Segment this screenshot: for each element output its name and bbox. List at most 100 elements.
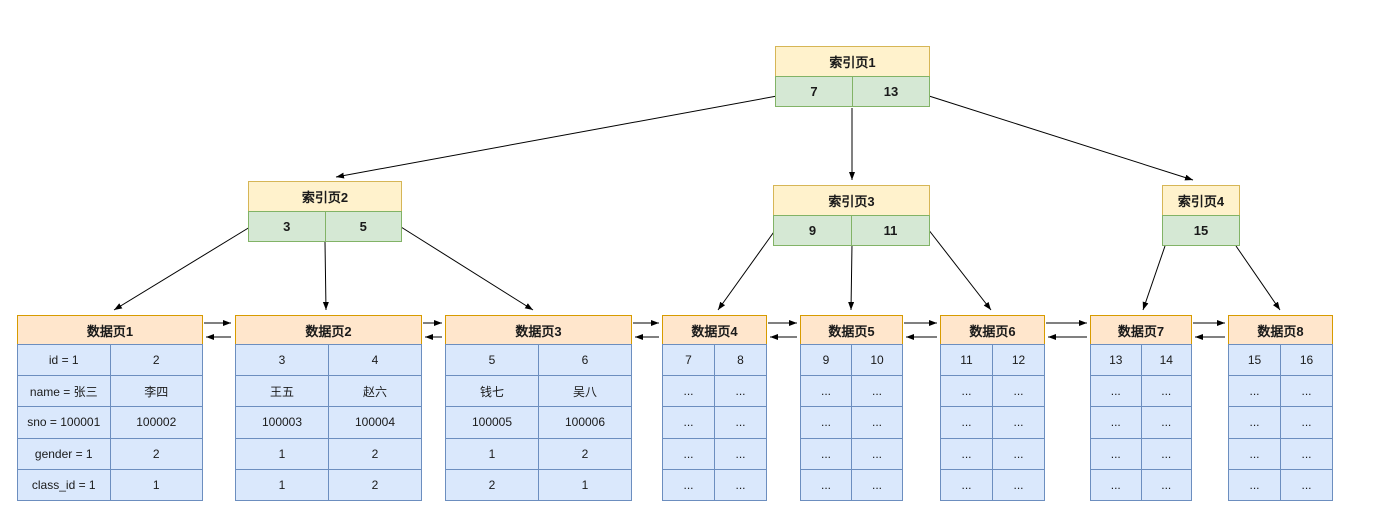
data-cell: ... <box>1281 438 1332 469</box>
data-cell: ... <box>1281 376 1332 407</box>
data-page-rows: 3 4 王五 赵六 100003 100004 1 2 1 2 <box>235 344 422 501</box>
data-page-rows: 5 6 钱七 吴八 100005 100006 1 2 2 1 <box>445 344 632 501</box>
data-cell: ... <box>993 438 1044 469</box>
data-page-6: 数据页6 11 12 ... ... ... ... ... ... ... .… <box>940 315 1045 502</box>
data-page-3: 数据页3 5 6 钱七 吴八 100005 100006 1 2 2 1 <box>445 315 632 502</box>
data-cell: 100005 <box>446 407 538 438</box>
data-page-rows: 7 8 ... ... ... ... ... ... ... ... <box>662 344 767 501</box>
data-cell: 6 <box>539 345 631 376</box>
index-page-title: 索引页2 <box>248 181 402 212</box>
index-key-cell: 13 <box>853 77 929 106</box>
index-key-row: 3 5 <box>248 211 402 242</box>
index-page-2: 索引页2 3 5 <box>248 181 402 242</box>
data-cell: ... <box>1091 469 1141 500</box>
data-cell: ... <box>1141 407 1191 438</box>
data-page-rows: 9 10 ... ... ... ... ... ... ... ... <box>800 344 903 501</box>
edge-index3-to-page6 <box>927 228 992 311</box>
index-key-row: 15 <box>1162 215 1240 246</box>
data-cell: ... <box>852 376 902 407</box>
data-cell: ... <box>715 469 766 500</box>
data-cell: ... <box>1091 407 1141 438</box>
data-cell: ... <box>1141 438 1191 469</box>
data-page-title: 数据页5 <box>800 315 903 345</box>
data-cell: 1 <box>236 438 328 469</box>
data-cell: ... <box>941 376 992 407</box>
data-page-5: 数据页5 9 10 ... ... ... ... ... ... ... ..… <box>800 315 903 502</box>
data-cell: ... <box>1281 407 1332 438</box>
data-cell: ... <box>1229 407 1280 438</box>
data-cell: class_id = 1 <box>18 469 110 500</box>
edge-index4-to-page7 <box>1142 245 1166 311</box>
data-cell: 100004 <box>329 407 421 438</box>
data-cell: 100006 <box>539 407 631 438</box>
data-page-title: 数据页7 <box>1090 315 1192 345</box>
data-cell: 钱七 <box>446 376 538 407</box>
data-cell: id = 1 <box>18 345 110 376</box>
data-cell: 1 <box>446 438 538 469</box>
data-cell: ... <box>941 438 992 469</box>
data-page-7: 数据页7 13 14 ... ... ... ... ... ... ... .… <box>1090 315 1192 502</box>
edge-index2-to-page2 <box>322 241 329 311</box>
data-cell: ... <box>715 407 766 438</box>
index-page-title: 索引页3 <box>773 185 930 216</box>
data-cell: ... <box>941 407 992 438</box>
data-page-4: 数据页4 7 8 ... ... ... ... ... ... ... ... <box>662 315 767 502</box>
data-cell: ... <box>1229 376 1280 407</box>
data-page-title: 数据页4 <box>662 315 767 345</box>
data-page-rows: 11 12 ... ... ... ... ... ... ... ... <box>940 344 1045 501</box>
data-cell: 16 <box>1281 345 1332 376</box>
data-page-title: 数据页6 <box>940 315 1045 345</box>
data-page-title: 数据页1 <box>17 315 203 345</box>
data-cell: 100003 <box>236 407 328 438</box>
index-key-cell: 5 <box>325 212 401 241</box>
edge-index2-to-page3 <box>400 226 534 311</box>
data-cell: ... <box>852 407 902 438</box>
data-cell: ... <box>852 438 902 469</box>
data-cell: 3 <box>236 345 328 376</box>
data-cell: 2 <box>329 438 421 469</box>
data-cell: ... <box>715 438 766 469</box>
edge-index4-to-page8 <box>1235 245 1281 311</box>
index-page-title: 索引页4 <box>1162 185 1240 216</box>
index-key-row: 9 11 <box>773 215 930 246</box>
data-cell: sno = 100001 <box>18 407 110 438</box>
data-cell: 12 <box>993 345 1044 376</box>
edge-index3-to-page4 <box>717 228 777 311</box>
data-page-title: 数据页3 <box>445 315 632 345</box>
data-cell: ... <box>663 407 714 438</box>
data-cell: 1 <box>236 469 328 500</box>
index-page-1: 索引页1 7 13 <box>775 46 930 107</box>
edge-index2-to-page1 <box>113 226 251 311</box>
data-page-1: 数据页1 id = 1 2 name = 张三 李四 sno = 100001 … <box>17 315 203 502</box>
data-cell: ... <box>801 376 851 407</box>
data-cell: 9 <box>801 345 851 376</box>
edge-index1-to-index4 <box>928 95 1194 181</box>
data-cell: 2 <box>110 438 202 469</box>
data-cell: ... <box>801 438 851 469</box>
data-cell: ... <box>715 376 766 407</box>
index-page-4: 索引页4 15 <box>1162 185 1240 246</box>
data-cell: 1 <box>539 469 631 500</box>
data-cell: ... <box>852 469 902 500</box>
data-cell: ... <box>993 407 1044 438</box>
data-cell: ... <box>663 438 714 469</box>
data-cell: ... <box>1091 438 1141 469</box>
data-cell: ... <box>1141 469 1191 500</box>
data-page-rows: 13 14 ... ... ... ... ... ... ... ... <box>1090 344 1192 501</box>
index-key-row: 7 13 <box>775 76 930 107</box>
data-cell: name = 张三 <box>18 376 110 407</box>
data-cell: 5 <box>446 345 538 376</box>
data-cell: ... <box>993 469 1044 500</box>
edge-index1-to-index2 <box>335 95 778 179</box>
data-cell: 赵六 <box>329 376 421 407</box>
data-cell: ... <box>1091 376 1141 407</box>
data-page-rows: 15 16 ... ... ... ... ... ... ... ... <box>1228 344 1333 501</box>
index-key-cell: 3 <box>249 212 325 241</box>
data-cell: 吴八 <box>539 376 631 407</box>
data-cell: ... <box>1141 376 1191 407</box>
data-cell: 8 <box>715 345 766 376</box>
data-cell: ... <box>1229 438 1280 469</box>
data-cell: ... <box>801 407 851 438</box>
